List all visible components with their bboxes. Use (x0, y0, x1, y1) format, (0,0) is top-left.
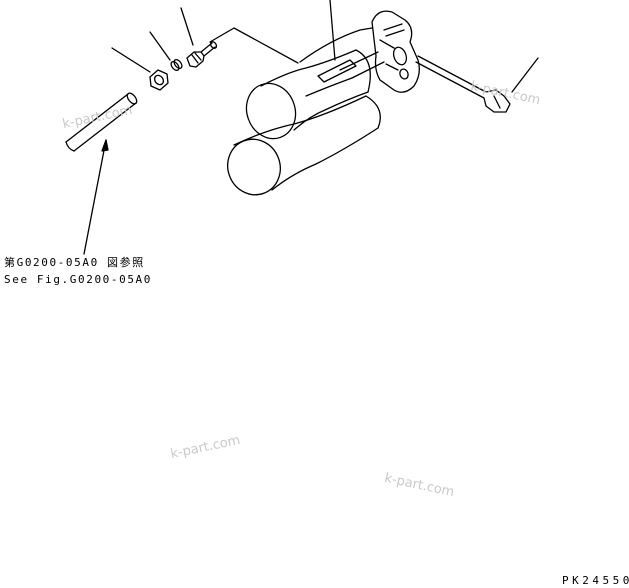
mounting-bracket (371, 10, 420, 93)
sleeve-part (170, 58, 183, 72)
arrow-head (101, 139, 109, 152)
bolt-part (415, 55, 511, 113)
lower-horn (227, 95, 381, 196)
reference-label-english: See Fig.G0200-05A0 (4, 273, 153, 286)
tube-part (65, 92, 138, 152)
connector-part (186, 41, 218, 68)
horn-body (299, 27, 385, 97)
drawing-number: PK24550 (562, 574, 629, 587)
nut-part (149, 69, 169, 91)
reference-label-japanese: 第G0200-05A0 図参照 (4, 256, 145, 269)
upper-horn (245, 49, 371, 140)
leader-lines (83, 0, 539, 255)
